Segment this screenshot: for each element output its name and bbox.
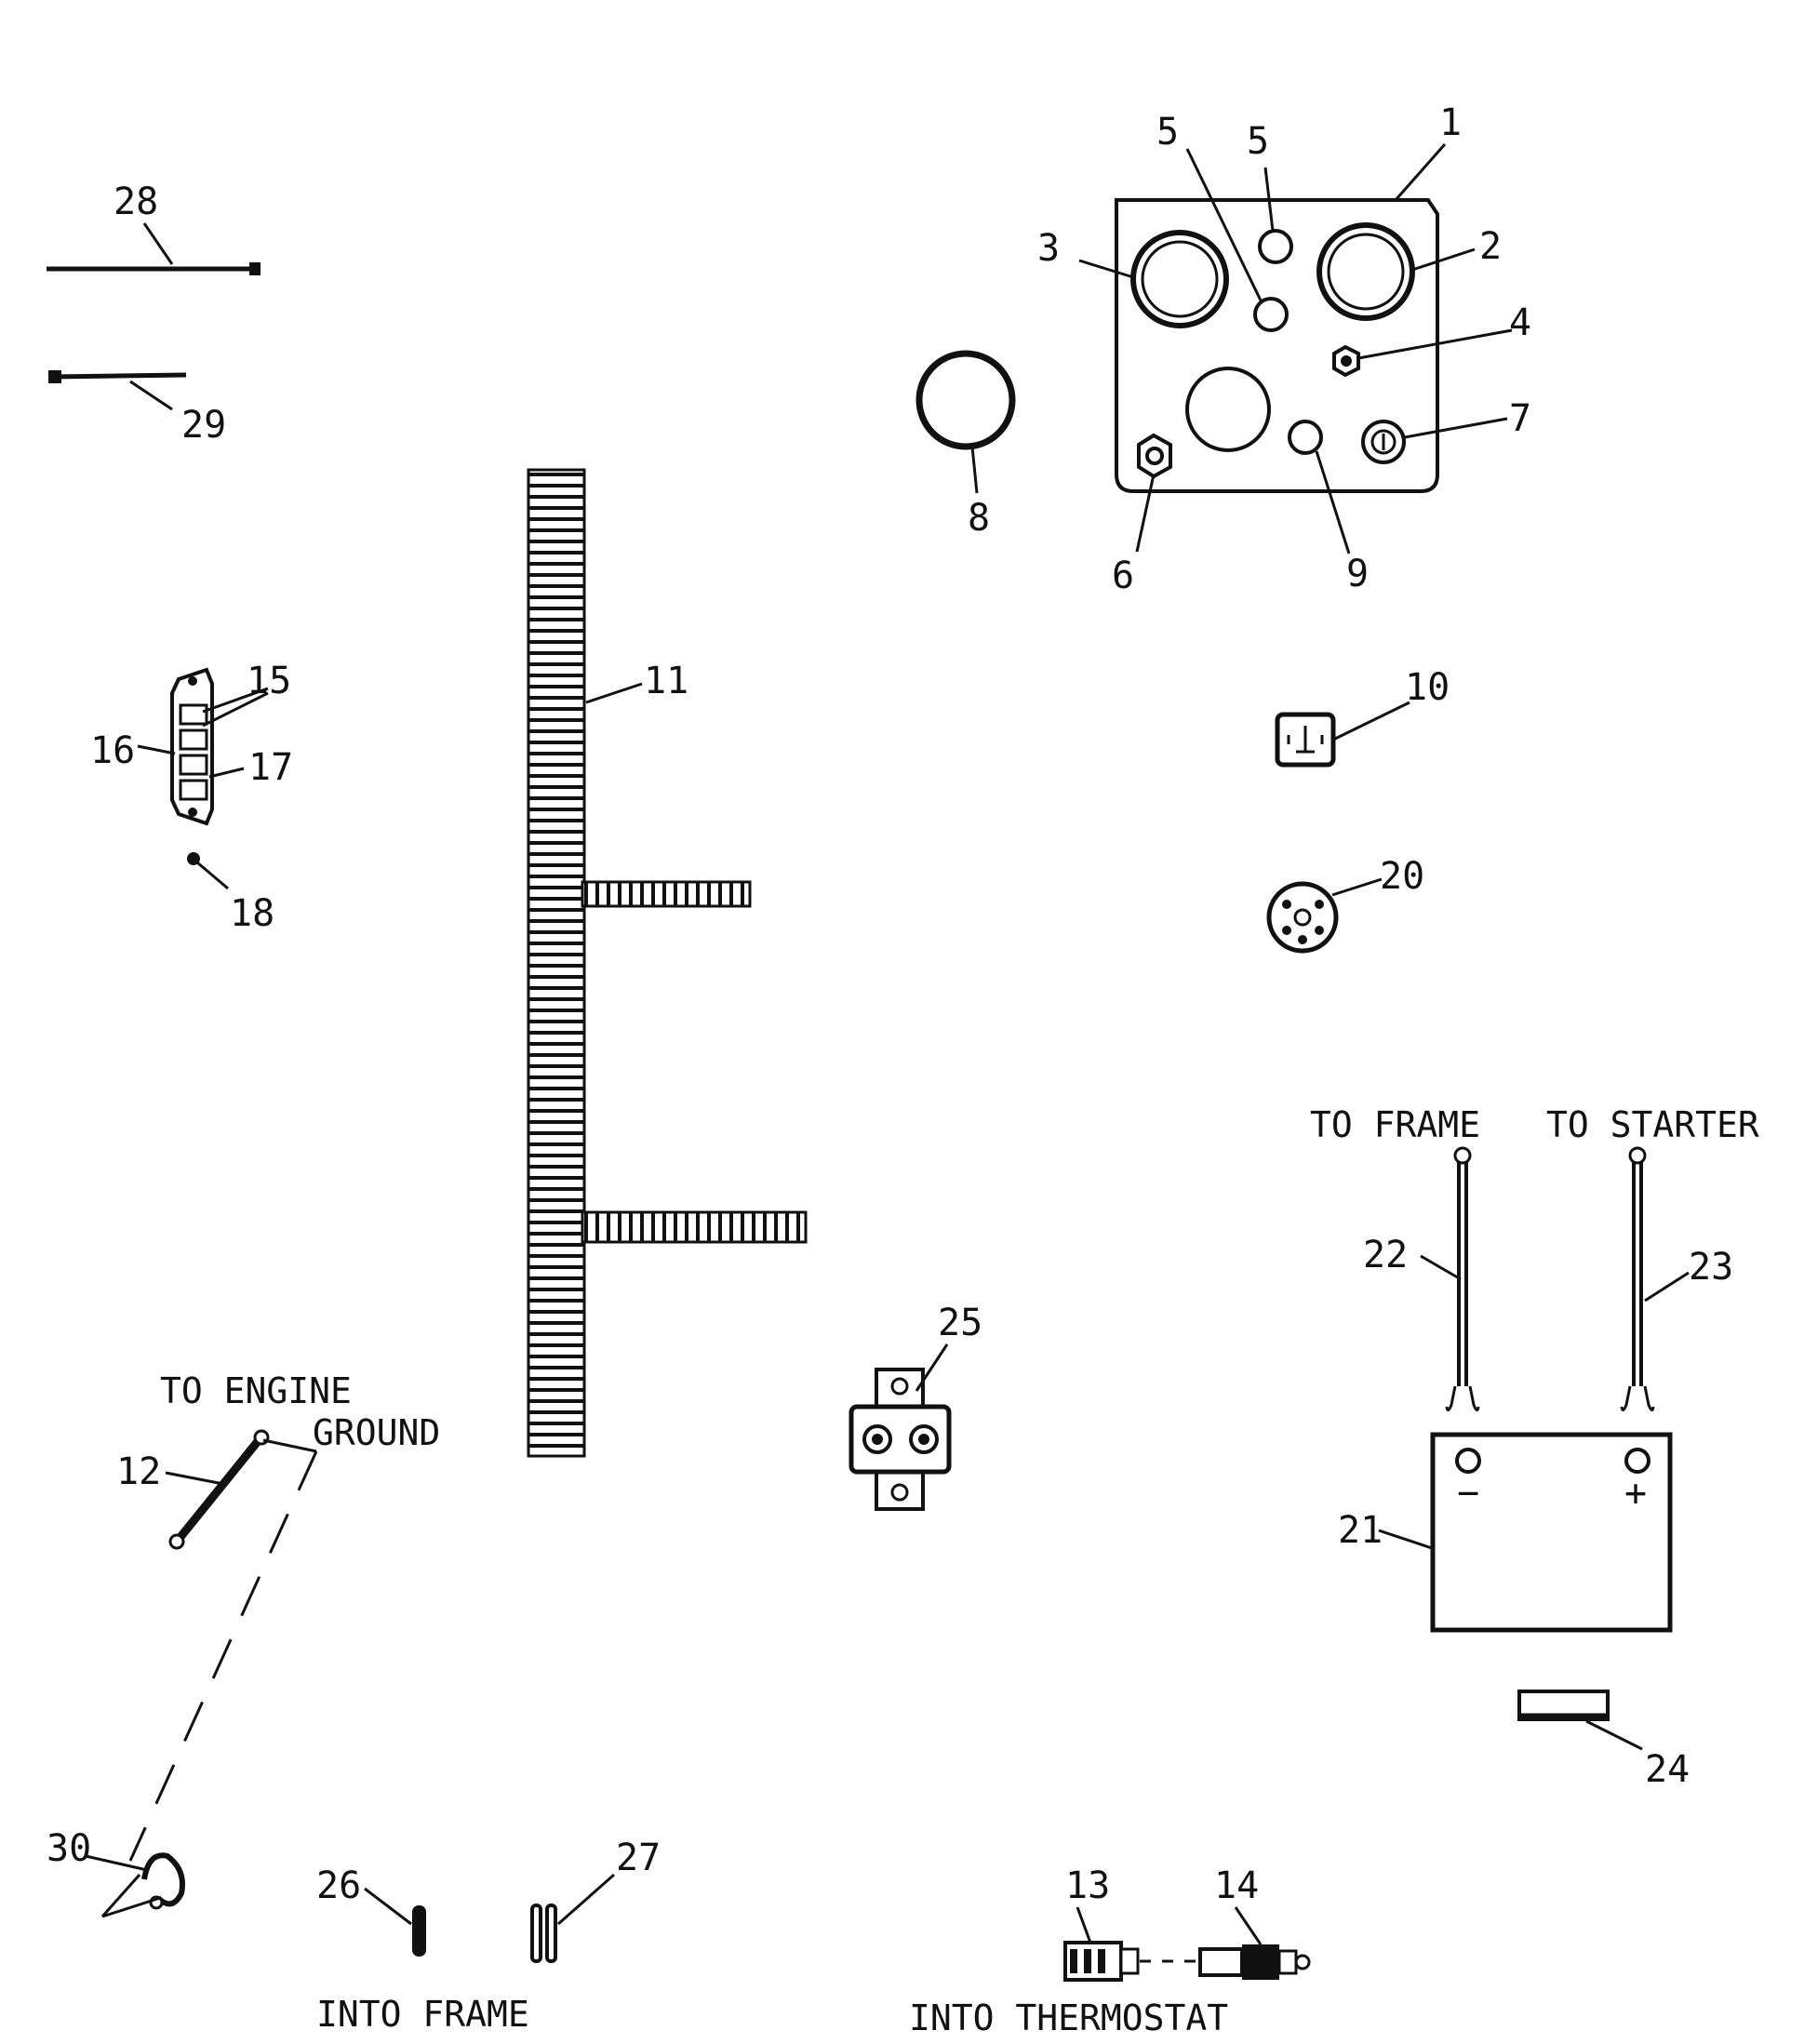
instrument-panel-1 <box>1078 143 1513 554</box>
callout-26: 26 <box>316 1864 361 1907</box>
grommet-27 <box>530 1873 615 1963</box>
battery-pad-24 <box>1517 1690 1643 1751</box>
captions: TO FRAME TO STARTER TO ENGINE GROUND INT… <box>160 1104 1759 2038</box>
callout-25: 25 <box>938 1302 982 1344</box>
callout-14: 14 <box>1214 1864 1259 1907</box>
flasher-20 <box>1266 877 1383 954</box>
callout-17: 17 <box>248 746 293 789</box>
callout-30: 30 <box>47 1827 91 1870</box>
sender-14 <box>1198 1906 1311 1980</box>
callout-4: 4 <box>1509 301 1531 344</box>
callout-5a: 5 <box>1156 111 1179 154</box>
callout-12: 12 <box>116 1450 161 1493</box>
callout-16: 16 <box>90 729 135 772</box>
callout-21: 21 <box>1338 1509 1383 1552</box>
battery-cable-23 <box>1620 1146 1690 1411</box>
caption-into-frame: INTO FRAME <box>316 1994 529 2035</box>
callout-22: 22 <box>1363 1234 1408 1276</box>
caption-to-engine: TO ENGINE <box>160 1370 352 1411</box>
caption-to-starter: TO STARTER <box>1546 1104 1759 1145</box>
ground-cable-12 <box>128 1429 318 1862</box>
callout-27: 27 <box>616 1837 661 1879</box>
callout-5b: 5 <box>1247 120 1269 163</box>
callout-2: 2 <box>1479 225 1502 268</box>
fuse-block-15-16-17 <box>137 667 269 826</box>
grommet-26 <box>364 1887 426 1957</box>
gasket-ring-8 <box>915 350 1016 494</box>
callout-8: 8 <box>968 497 990 540</box>
callout-11: 11 <box>644 660 688 702</box>
callout-1: 1 <box>1439 101 1462 144</box>
caption-to-frame: TO FRAME <box>1310 1104 1480 1145</box>
terminal-block-25 <box>849 1343 952 1511</box>
callout-29: 29 <box>181 404 226 447</box>
battery-21 <box>1378 1432 1673 1633</box>
callout-6: 6 <box>1112 554 1134 597</box>
caption-ground: GROUND <box>313 1412 440 1453</box>
fuse-18 <box>187 852 229 890</box>
cable-29 <box>48 370 187 411</box>
callout-23: 23 <box>1689 1246 1733 1289</box>
battery-positive-mark: + <box>1624 1472 1647 1515</box>
callout-labels: 1 2 3 4 5 5 6 7 8 9 10 11 12 13 14 15 16… <box>47 101 1733 1907</box>
callout-20: 20 <box>1380 855 1424 898</box>
callout-24: 24 <box>1645 1748 1690 1791</box>
wiring-harness-11 <box>527 468 808 1458</box>
callout-3: 3 <box>1037 227 1060 270</box>
callout-18: 18 <box>230 892 274 935</box>
callout-15: 15 <box>247 660 291 702</box>
cable-28 <box>47 222 261 275</box>
callout-7: 7 <box>1509 397 1531 440</box>
battery-negative-mark: − <box>1457 1472 1479 1515</box>
sender-13 <box>1063 1906 1198 1982</box>
callout-9: 9 <box>1346 553 1369 595</box>
battery-cable-22 <box>1420 1146 1480 1411</box>
caption-into-thermostat: INTO THERMOSTAT <box>909 1997 1228 2038</box>
clamp-30 <box>85 1852 185 1918</box>
relay-10 <box>1275 701 1410 768</box>
callout-10: 10 <box>1405 666 1450 709</box>
callout-13: 13 <box>1065 1864 1110 1907</box>
callout-28: 28 <box>114 180 158 223</box>
